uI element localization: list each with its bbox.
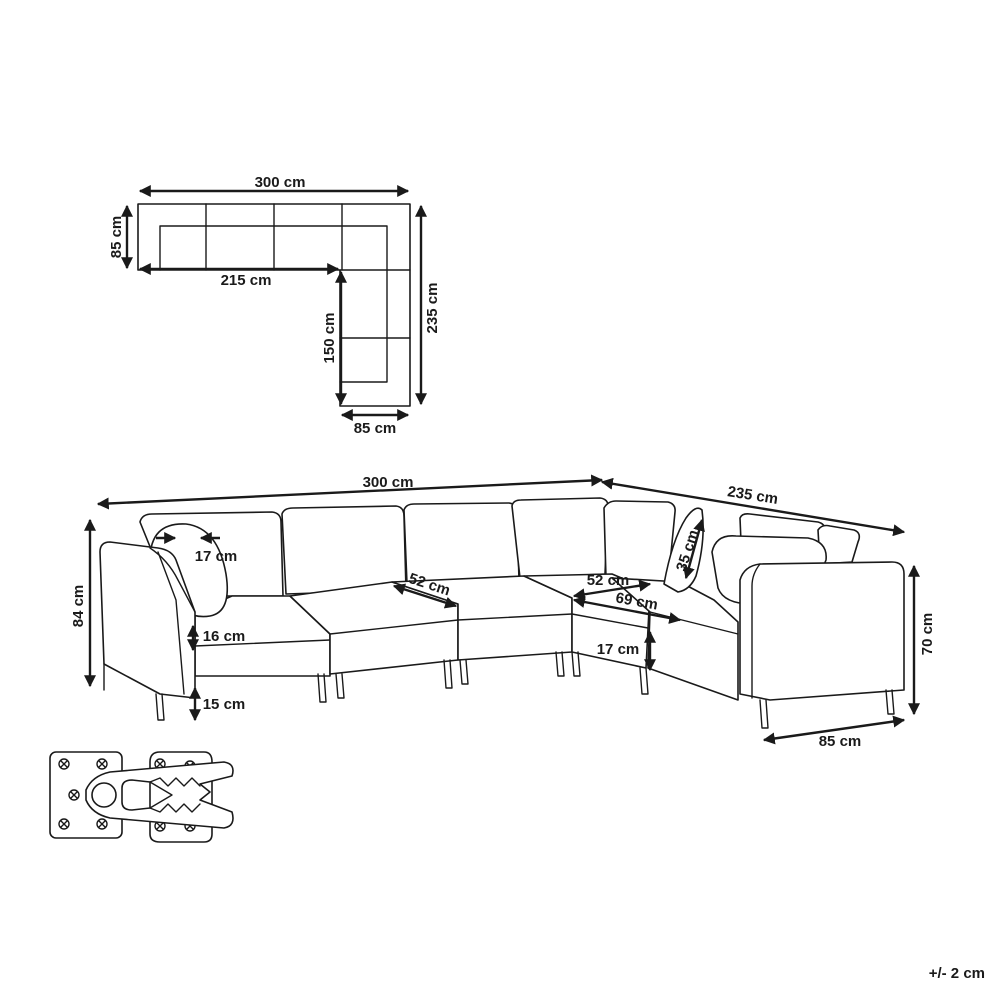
leg-8	[571, 651, 581, 677]
connector-hole	[91, 782, 117, 808]
label-seat-cushion-height: 16 cm	[203, 628, 246, 645]
plan-back-line	[159, 225, 388, 383]
dim-seat-depth-2	[572, 579, 652, 601]
dim-corner-depth	[572, 596, 682, 624]
label-plan-inner-depth: 150 cm	[321, 313, 338, 364]
leg-10	[759, 699, 769, 729]
plan-view: 300 cm 85 cm 215 cm 235 cm 150 cm 85 cm	[108, 174, 441, 437]
connector-slot	[121, 779, 151, 811]
dim-side-width	[600, 477, 906, 537]
dim-back-cushion-height	[683, 518, 705, 580]
tolerance-note: +/- 2 cm	[929, 965, 985, 982]
label-pillow-width: 17 cm	[195, 548, 238, 565]
perspective-view: 300 cm 235 cm 84 cm 17 cm 52 cm 52 cm 69…	[70, 474, 936, 750]
leg-9	[639, 667, 649, 695]
label-plan-inner-width: 215 cm	[221, 272, 272, 289]
label-plan-depth-bottom: 85 cm	[354, 420, 397, 437]
leg-3	[317, 673, 327, 703]
back-cushion-2	[281, 505, 407, 595]
leg-6	[459, 659, 469, 685]
label-seat-depth-2: 52 cm	[587, 572, 630, 589]
leg-11	[885, 689, 895, 715]
label-height: 84 cm	[70, 585, 87, 628]
label-leg-height-left: 15 cm	[203, 696, 246, 713]
dim-total-width	[96, 474, 604, 510]
connector-teeth	[149, 777, 201, 813]
label-plan-total-depth: 235 cm	[424, 283, 441, 334]
leg-2	[155, 693, 165, 721]
back-cushion-3	[403, 502, 520, 585]
label-arm-height: 70 cm	[919, 613, 936, 656]
connector-bracket	[85, 761, 234, 829]
leg-7	[555, 651, 565, 677]
back-cushion-4	[511, 497, 609, 579]
left-arm	[99, 541, 196, 699]
label-leg-height-right: 17 cm	[597, 641, 640, 658]
leg-4	[335, 673, 345, 699]
leg-5	[443, 659, 453, 689]
label-depth: 85 cm	[819, 733, 862, 750]
label-total-width: 300 cm	[363, 474, 414, 491]
label-plan-depth-left: 85 cm	[108, 216, 125, 259]
dim-depth	[762, 715, 906, 745]
right-arm	[739, 561, 905, 701]
connector-detail	[49, 751, 234, 843]
label-plan-total-width: 300 cm	[255, 174, 306, 191]
dim-seat-depth-1	[392, 583, 458, 609]
